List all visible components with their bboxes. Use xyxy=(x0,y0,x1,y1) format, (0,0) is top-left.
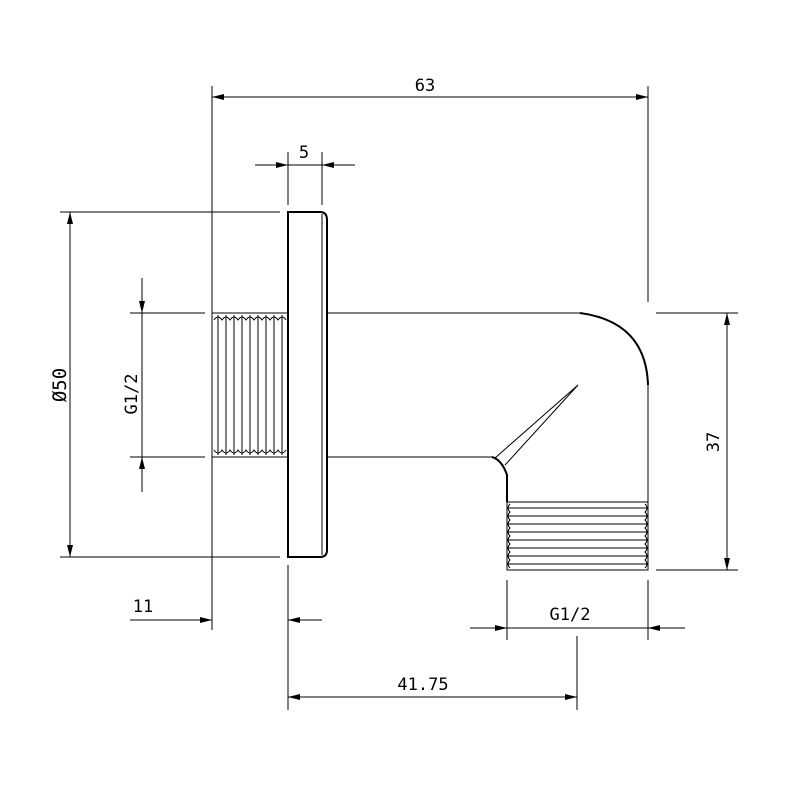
dim-left-thread: G1/2 xyxy=(122,374,142,415)
dim-overall-length: 63 xyxy=(415,76,435,96)
dim-bottom-thread: G1/2 xyxy=(550,605,591,625)
part-outline xyxy=(211,211,649,571)
gusset xyxy=(494,384,579,466)
extension-lines xyxy=(60,86,738,710)
dim-thread-length: 11 xyxy=(133,597,153,617)
dimension-41-75: 41.75 xyxy=(288,675,577,700)
dimension-left-thread: G1/2 xyxy=(122,278,145,492)
flange xyxy=(287,211,328,558)
dimension-37: 37 xyxy=(704,313,730,570)
dimension-11: 11 xyxy=(130,597,322,623)
dim-flange-diameter: Ø50 xyxy=(49,368,71,402)
dimension-5: 5 xyxy=(255,143,355,168)
dim-height: 37 xyxy=(704,432,724,452)
left-thread xyxy=(211,312,289,458)
dim-outlet-offset: 41.75 xyxy=(397,675,448,695)
bottom-thread xyxy=(506,501,649,571)
dimension-63: 63 xyxy=(212,76,648,100)
dim-flange-thickness: 5 xyxy=(299,143,309,163)
dimension-diameter-50: Ø50 xyxy=(49,212,73,557)
dimension-bottom-thread: G1/2 xyxy=(470,605,685,631)
